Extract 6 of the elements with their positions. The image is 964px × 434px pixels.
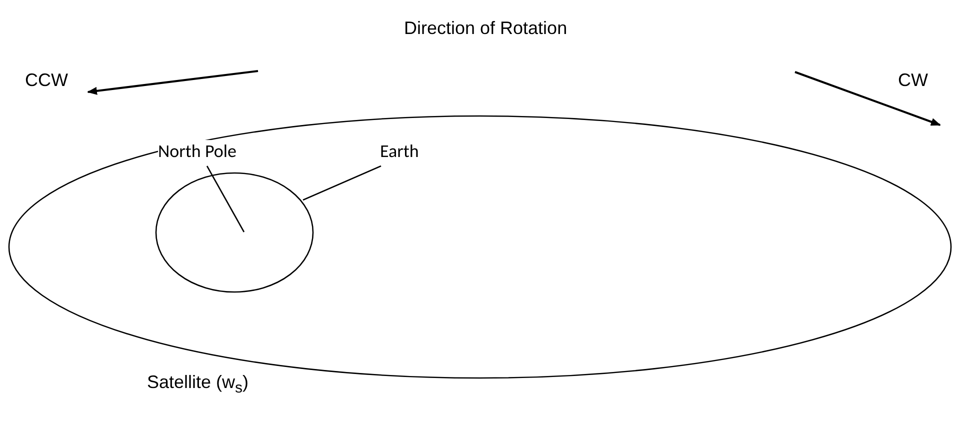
direction-of-rotation-label: Direction of Rotation bbox=[404, 18, 568, 39]
satellite-label: Satellite (w$_{s}$) bbox=[147, 372, 249, 397]
leader-line bbox=[302, 165, 382, 201]
leader-line bbox=[206, 166, 245, 232]
ccw-label: CCW bbox=[25, 70, 68, 91]
cw-label: CW bbox=[898, 70, 928, 91]
